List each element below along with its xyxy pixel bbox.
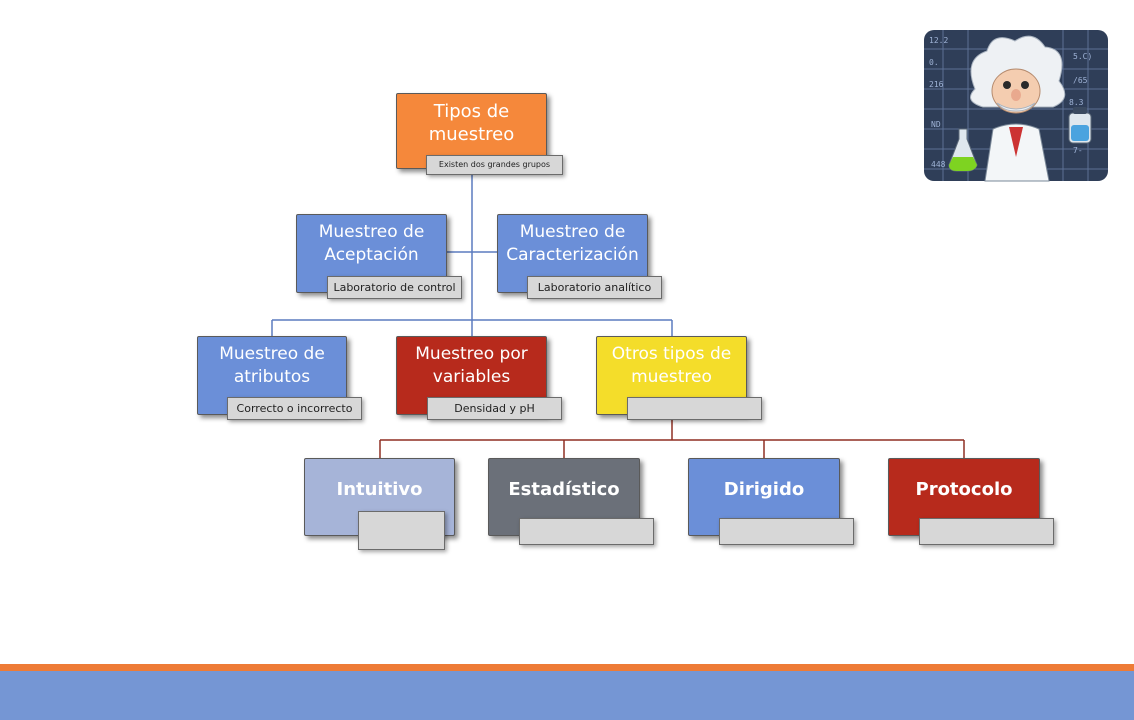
node-title: Tipos de muestreo xyxy=(428,101,515,145)
node-note xyxy=(627,397,762,420)
node-title: Muestreo de atributos xyxy=(219,344,325,387)
node-note xyxy=(919,518,1054,545)
footer-band xyxy=(0,671,1134,720)
node-title: Intuitivo xyxy=(336,478,423,500)
node-note: Laboratorio analítico xyxy=(527,276,662,299)
scientist-mascot-icon: 12.2 0. 216 ND 5.C) /65 8.3 7- 448 xyxy=(924,30,1108,182)
svg-text:8.3: 8.3 xyxy=(1069,98,1084,107)
svg-text:0.: 0. xyxy=(929,58,939,67)
node-title: Muestreo de Caracterización xyxy=(506,222,639,265)
node-title: Estadístico xyxy=(508,478,620,500)
svg-text:/65: /65 xyxy=(1073,76,1088,85)
node-title: Muestreo por variables xyxy=(415,344,528,387)
node-note xyxy=(358,511,445,550)
footer-accent-stripe xyxy=(0,664,1134,671)
svg-text:448: 448 xyxy=(931,160,946,169)
svg-text:ND: ND xyxy=(931,120,941,129)
svg-text:216: 216 xyxy=(929,80,944,89)
node-title: Dirigido xyxy=(723,478,805,500)
node-note xyxy=(519,518,654,545)
node-note: Laboratorio de control xyxy=(327,276,462,299)
svg-text:5.C): 5.C) xyxy=(1073,52,1092,61)
node-note xyxy=(719,518,854,545)
node-title: Protocolo xyxy=(915,478,1013,500)
node-note: Existen dos grandes grupos xyxy=(426,155,563,175)
svg-text:12.2: 12.2 xyxy=(929,36,948,45)
node-note: Densidad y pH xyxy=(427,397,562,420)
svg-text:7-: 7- xyxy=(1073,146,1083,155)
node-title: Muestreo de Aceptación xyxy=(318,222,425,265)
node-note: Correcto o incorrecto xyxy=(227,397,362,420)
node-title: Otros tipos de muestreo xyxy=(611,344,732,387)
